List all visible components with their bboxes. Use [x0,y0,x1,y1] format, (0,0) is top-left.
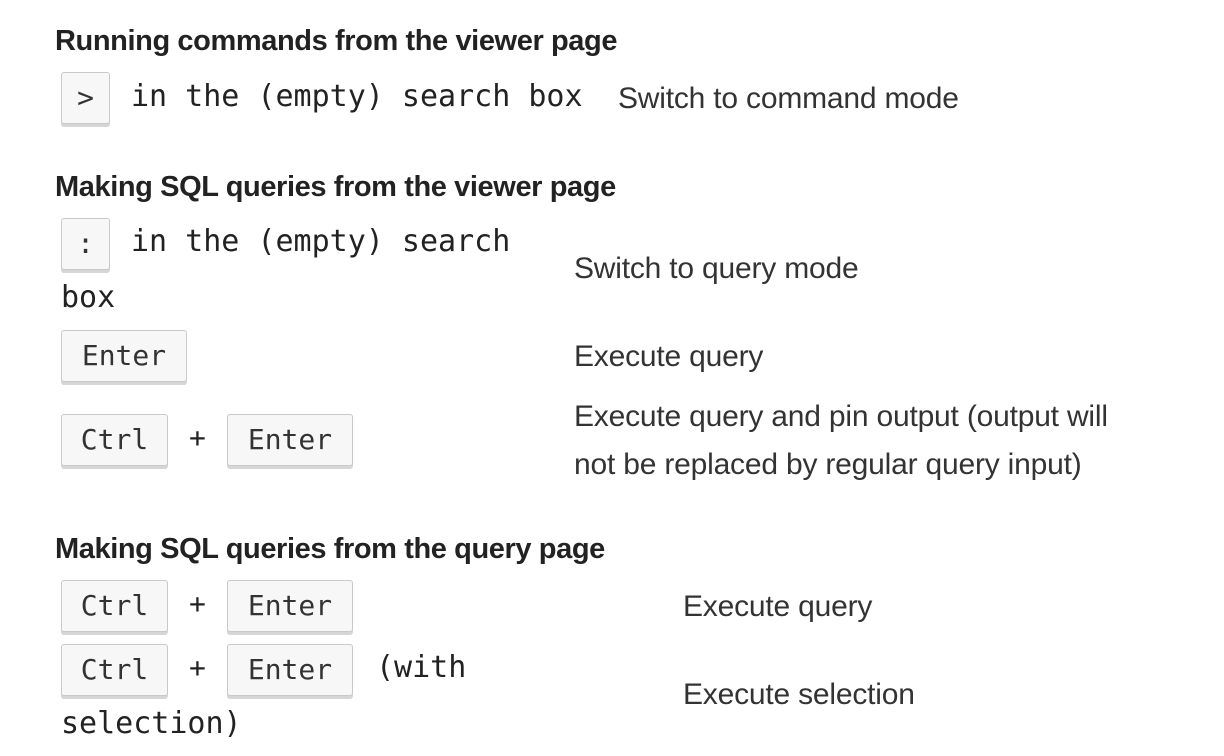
execute-selection-description: Execute selection [683,678,915,711]
with-selection-text-line2: selection) [61,706,242,741]
plus-separator: + [189,651,206,684]
execute-query-description: Execute query [683,590,873,623]
ctrl-key: Ctrl [61,644,168,696]
section-title-query-page: Making SQL queries from the query page [55,533,605,565]
enter-key: Enter [227,580,353,632]
ctrl-key: Ctrl [61,414,168,466]
command-mode-description: Switch to command mode [618,82,959,115]
query-trigger-text-line2: box [61,280,116,315]
plus-separator: + [189,421,206,454]
with-selection-text-line1: (with [376,650,467,685]
plus-separator: + [189,587,206,620]
colon-key: : [61,218,110,270]
ctrl-key: Ctrl [61,580,168,632]
query-trigger-text-line1: in the (empty) search [131,224,511,259]
enter-key: Enter [227,644,353,696]
execute-pin-description-line1: Execute query and pin output (output wil… [574,400,1108,433]
command-trigger-text: in the (empty) search box [131,79,583,114]
section-title-viewer-queries: Making SQL queries from the viewer page [55,171,616,203]
greater-than-key: > [61,72,110,124]
query-mode-description: Switch to query mode [574,252,859,285]
execute-query-description: Execute query [574,340,764,373]
enter-key: Enter [227,414,353,466]
section-title-commands: Running commands from the viewer page [55,25,618,57]
execute-pin-description-line2: not be replaced by regular query input) [574,448,1082,481]
enter-key: Enter [61,330,187,382]
